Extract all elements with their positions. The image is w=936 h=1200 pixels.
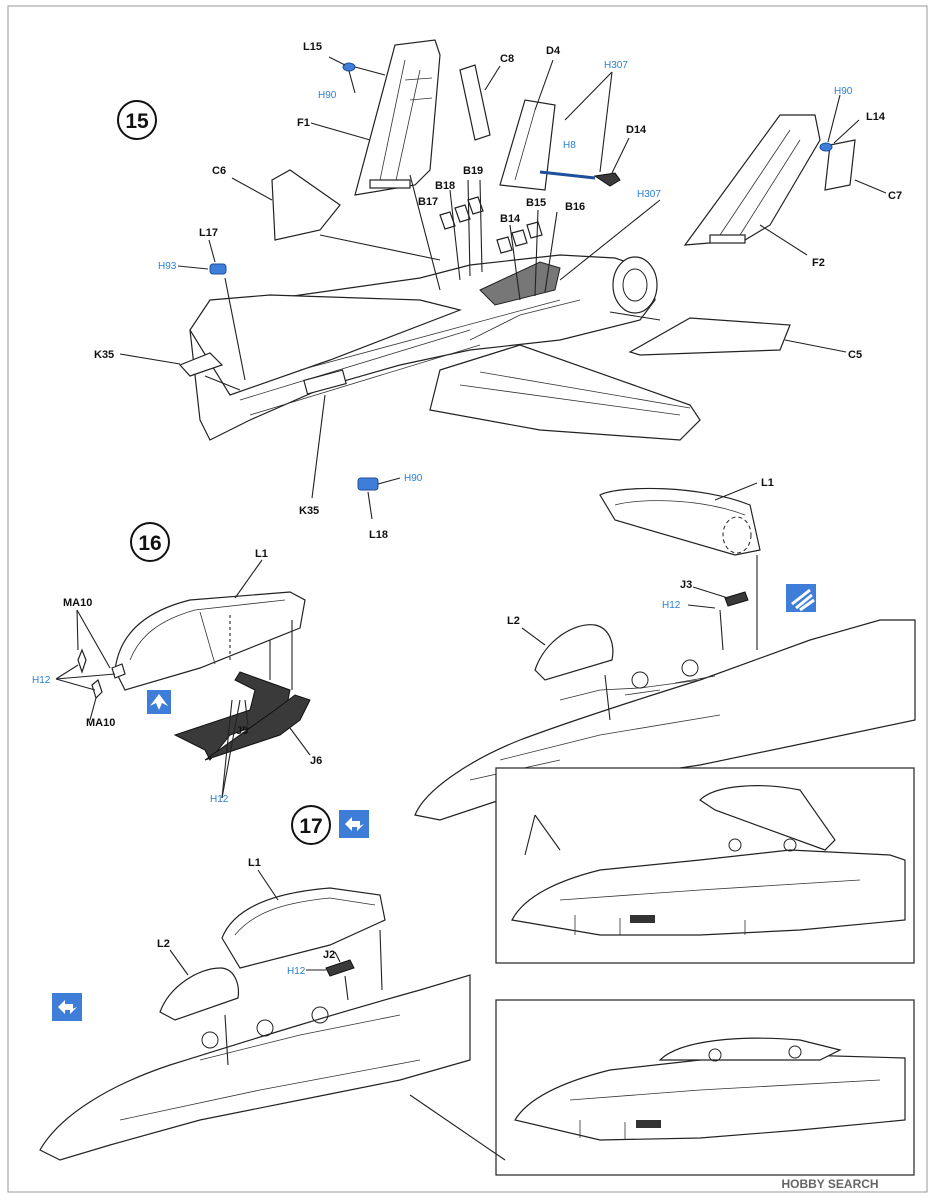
svg-text:L14: L14: [866, 111, 886, 123]
svg-text:C6: C6: [212, 165, 226, 177]
part-MA10: [77, 648, 87, 674]
step-number: 16: [138, 532, 161, 555]
svg-text:H307: H307: [604, 60, 628, 71]
part-L18: [357, 477, 379, 491]
inset-completed-view-2: [409, 999, 915, 1176]
svg-text:H12: H12: [287, 966, 306, 977]
part-D14: [593, 172, 621, 187]
svg-text:J2: J2: [323, 949, 335, 961]
part-C8: [459, 64, 491, 141]
svg-text:H8: H8: [563, 140, 576, 151]
part-L1-canopy: [114, 591, 306, 691]
part-F2: [683, 114, 821, 246]
svg-text:L15: L15: [303, 41, 322, 53]
part-F1: [354, 39, 441, 196]
part-L15: [342, 62, 356, 72]
svg-text:F2: F2: [812, 257, 825, 269]
inset-completed-view-1: [495, 767, 915, 964]
part-K35: [178, 352, 224, 377]
labels-step17: L1 L2 J2 H12: [157, 857, 335, 977]
svg-text:H12: H12: [662, 600, 681, 611]
part-MA10: [91, 678, 103, 700]
part-J3: [724, 591, 749, 607]
part-L17: [209, 263, 227, 275]
part-C6: [271, 169, 341, 241]
step-number: 15: [125, 110, 149, 133]
svg-text:B17: B17: [418, 196, 438, 208]
svg-text:D14: D14: [626, 124, 647, 136]
rotate-arrows-icon: [52, 993, 82, 1021]
svg-text:L1: L1: [761, 477, 774, 489]
svg-text:K35: K35: [94, 349, 114, 361]
step-16: 16: [32, 522, 322, 805]
labels-step15: L15 C8 D4 H307 H8 D14 F1 H90 H90 L14 C6 …: [94, 41, 902, 541]
svg-text:H307: H307: [637, 189, 661, 200]
part-C7: [824, 139, 856, 191]
svg-text:L18: L18: [369, 529, 388, 541]
part-L2: [534, 624, 614, 681]
arrow-up-icon: [147, 690, 171, 714]
watermark: HOBBY SEARCH: [781, 1177, 878, 1191]
part-L14: [819, 142, 833, 152]
fuselage-top-view: [189, 254, 701, 441]
svg-text:L17: L17: [199, 227, 218, 239]
svg-text:L2: L2: [157, 938, 170, 950]
svg-text:C7: C7: [888, 190, 902, 202]
svg-text:B19: B19: [463, 165, 483, 177]
svg-text:H90: H90: [318, 90, 337, 101]
svg-text:J5: J5: [236, 725, 248, 737]
labels-step16b: L1 J3 H12 L2: [507, 477, 774, 627]
svg-text:H90: H90: [404, 473, 423, 484]
part-J5-J6: [173, 671, 311, 761]
svg-text:J6: J6: [310, 755, 322, 767]
svg-text:H12: H12: [32, 675, 51, 686]
diamond-arrows-icon: [786, 584, 816, 612]
part-J2: [325, 959, 355, 977]
svg-text:L1: L1: [248, 857, 261, 869]
svg-text:H90: H90: [834, 86, 853, 97]
svg-text:B15: B15: [526, 197, 546, 209]
svg-text:B14: B14: [500, 213, 521, 225]
svg-text:H93: H93: [158, 261, 177, 272]
svg-text:L1: L1: [255, 548, 268, 560]
leader-lines: [119, 56, 887, 520]
svg-text:B16: B16: [565, 201, 585, 213]
svg-text:K35: K35: [299, 505, 319, 517]
svg-text:C8: C8: [500, 53, 514, 65]
step-number: 17: [299, 815, 322, 838]
part-D4: [499, 99, 556, 191]
svg-text:H12: H12: [210, 794, 229, 805]
part-C5: [628, 317, 791, 356]
svg-text:B18: B18: [435, 180, 455, 192]
rotate-arrows-icon: [339, 810, 369, 838]
labels-step16: MA10 H12 MA10 L1 J5 J6 H12: [32, 548, 322, 805]
svg-text:C5: C5: [848, 349, 862, 361]
svg-text:L2: L2: [507, 615, 520, 627]
svg-text:MA10: MA10: [63, 597, 92, 609]
svg-text:F1: F1: [297, 117, 310, 129]
b-parts: [439, 196, 543, 254]
step-15: 15: [94, 39, 902, 541]
svg-text:MA10: MA10: [86, 717, 115, 729]
svg-text:J3: J3: [680, 579, 692, 591]
step-17: 17 L1 L2 J2 H12: [39, 805, 471, 1161]
svg-text:D4: D4: [546, 45, 561, 57]
